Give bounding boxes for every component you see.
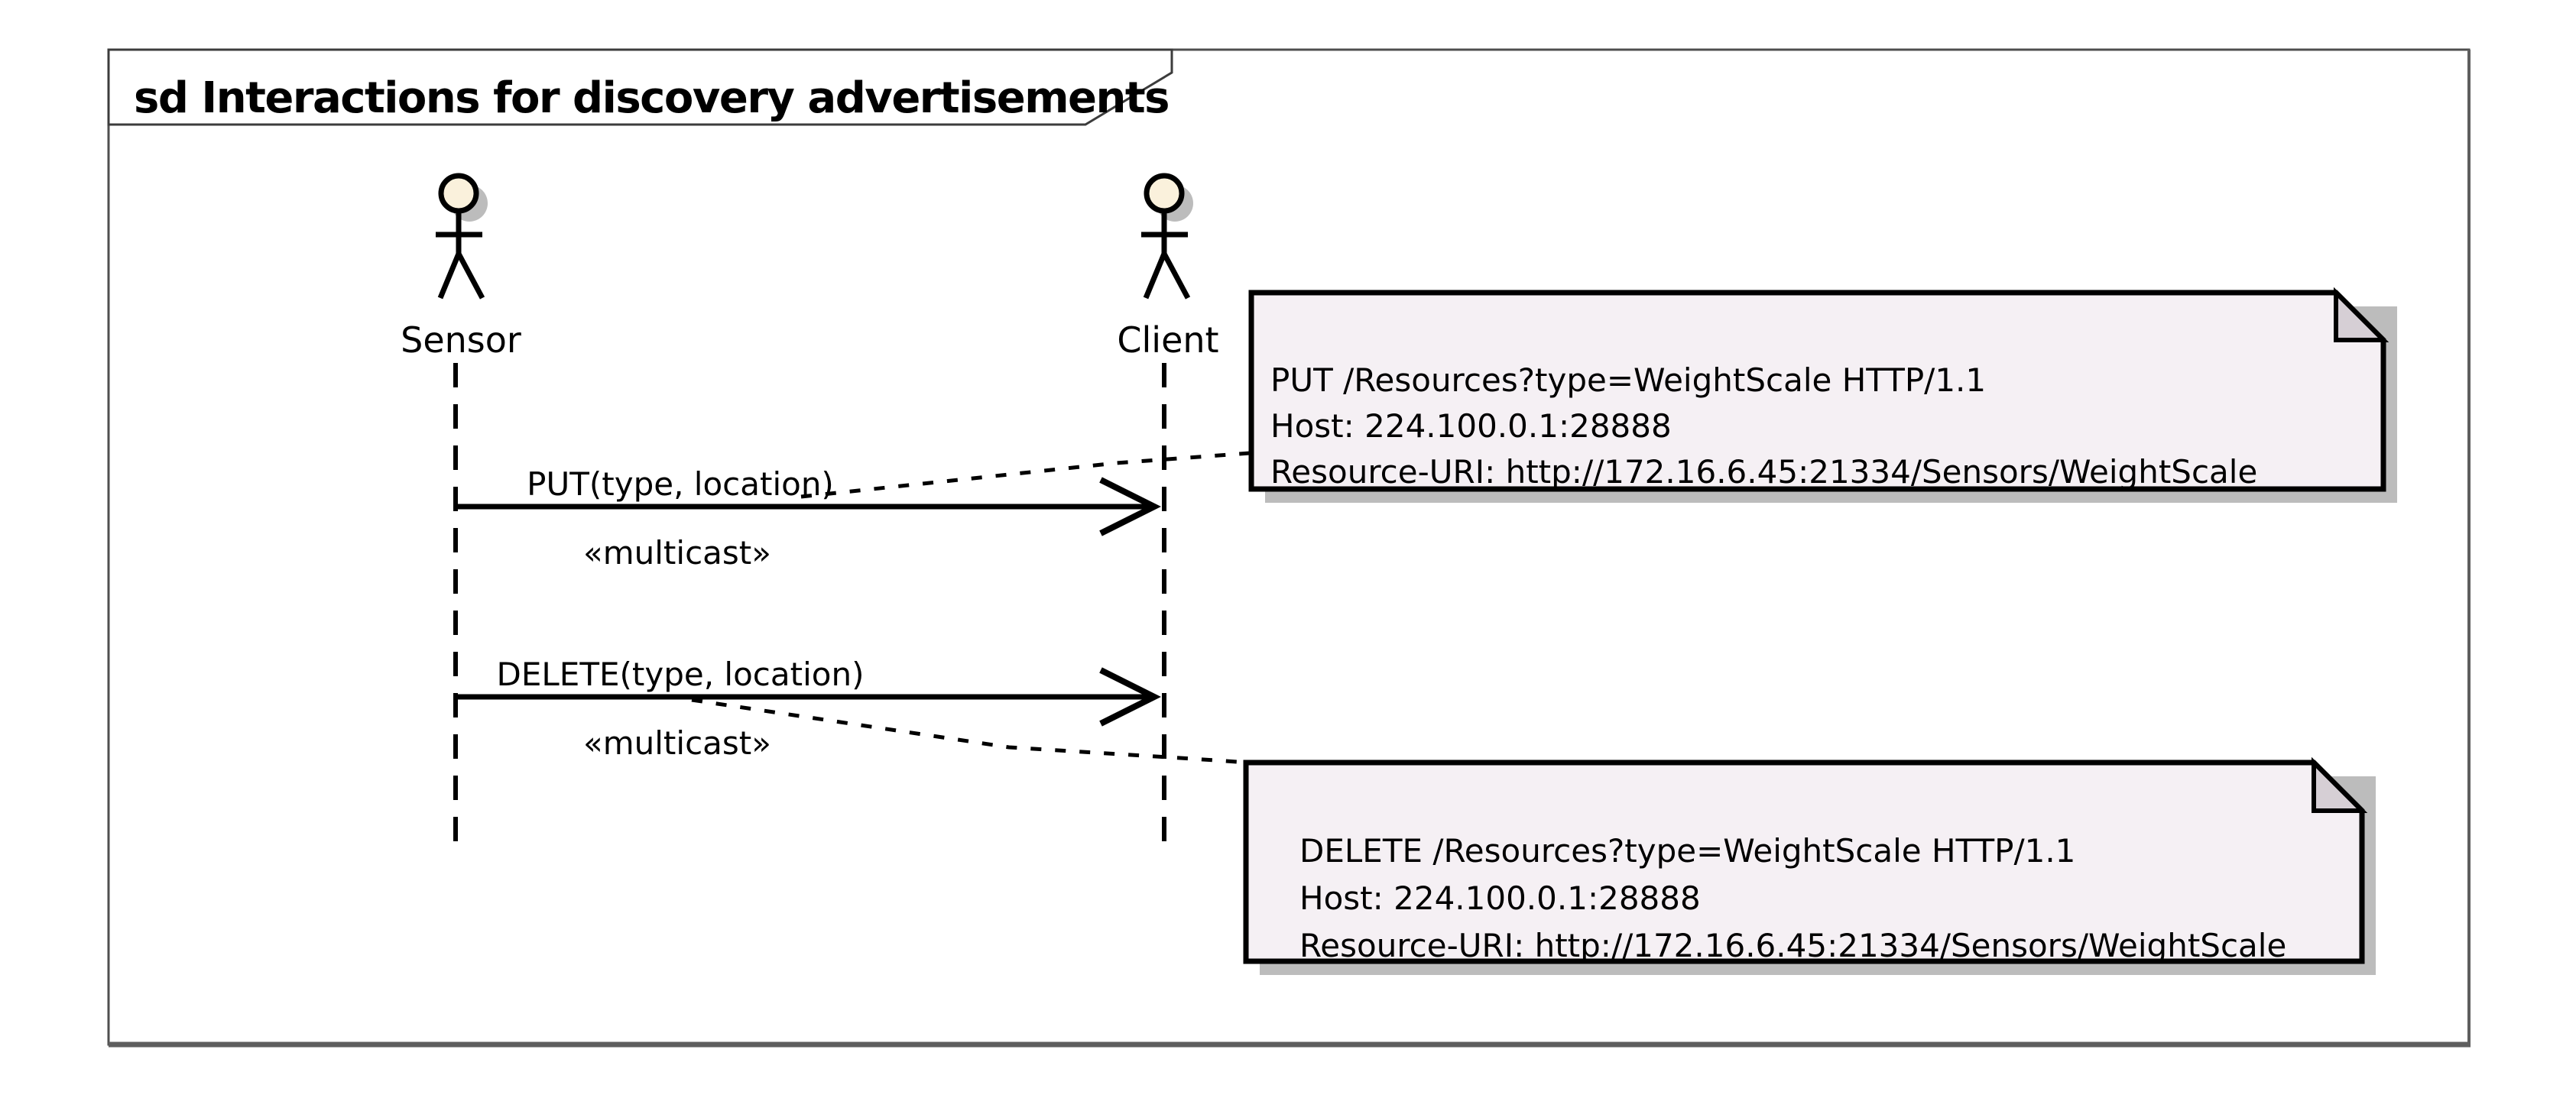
note-delete-fold-icon [2312, 756, 2368, 813]
message-put-stereotype: «multicast» [583, 534, 771, 572]
frame-title: sd Interactions for discovery advertisem… [134, 73, 1169, 123]
actor-sensor-head-icon [438, 173, 479, 214]
actor-client: Client [1117, 173, 1219, 361]
actor-sensor-right-leg-icon [456, 252, 485, 300]
actor-sensor-left-leg-icon [437, 252, 462, 300]
message-delete-label: DELETE(type, location) [497, 656, 865, 693]
frame-title-tab [107, 48, 1173, 126]
message-delete-arrowhead-icon [1099, 667, 1161, 727]
message-put: PUT(type, location) «multicast» [456, 465, 1161, 572]
note-put-line: PUT /Resources?type=WeightScale HTTP/1.1 [1270, 361, 1986, 399]
actor-client-right-leg-icon [1161, 252, 1191, 300]
note-delete-line: DELETE /Resources?type=WeightScale HTTP/… [1299, 832, 2075, 870]
note-put: PUT /Resources?type=WeightScale HTTP/1.1… [1248, 287, 2397, 503]
actor-sensor: Sensor [401, 173, 521, 361]
actor-client-left-leg-icon [1143, 252, 1167, 300]
message-delete-stereotype: «multicast» [583, 724, 771, 762]
note-put-fold-icon [2334, 287, 2389, 342]
actor-client-label: Client [1117, 319, 1218, 361]
actor-client-head-icon [1144, 173, 1185, 214]
message-delete: DELETE(type, location) «multicast» [456, 656, 1161, 762]
actor-sensor-label: Sensor [401, 319, 521, 361]
note-put-line: Host: 224.100.0.1:28888 [1270, 407, 1672, 445]
note-anchor-put-line [800, 451, 1251, 499]
message-put-label: PUT(type, location) [527, 465, 834, 503]
note-put-line: Resource-URI: http://172.16.6.45:21334/S… [1270, 453, 2257, 491]
note-delete: DELETE /Resources?type=WeightScale HTTP/… [1243, 756, 2376, 975]
note-delete-body [1243, 760, 2365, 964]
note-put-body [1248, 290, 2386, 492]
message-put-arrowhead-icon [1099, 477, 1161, 536]
note-delete-line: Host: 224.100.0.1:28888 [1299, 879, 1701, 917]
note-delete-line: Resource-URI: http://172.16.6.45:21334/S… [1299, 927, 2286, 964]
